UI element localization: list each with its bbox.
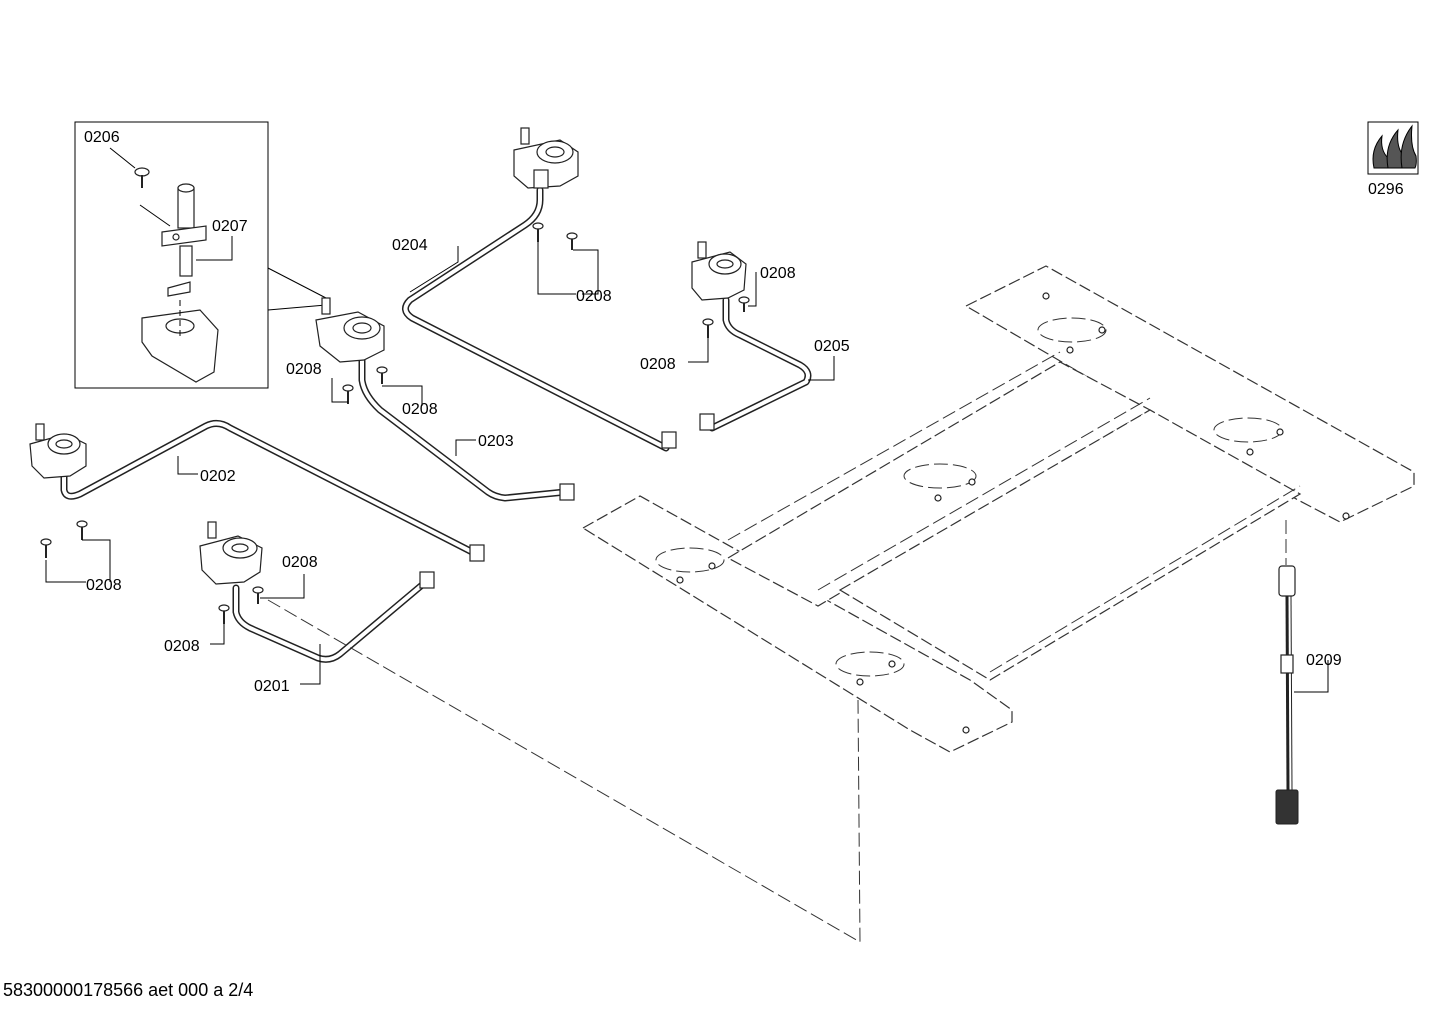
callout-0201: 0201 xyxy=(254,678,290,695)
gas-pipes xyxy=(60,186,812,663)
callout-0208: 0208 xyxy=(282,554,318,571)
support-frame xyxy=(581,265,1415,753)
callout-0208: 0208 xyxy=(86,577,122,594)
assembly-guides xyxy=(267,599,861,943)
gas-valve xyxy=(513,127,579,189)
detail-inset xyxy=(74,121,327,389)
gas-flame-icon xyxy=(1367,121,1419,175)
callout-0208: 0208 xyxy=(402,401,438,418)
callout-0296: 0296 xyxy=(1368,181,1404,198)
callout-0204: 0204 xyxy=(392,237,428,254)
ignition-cable xyxy=(1275,520,1299,825)
thermocouple-mount-block xyxy=(141,300,219,383)
fixing-screw xyxy=(40,538,52,558)
thermocouple xyxy=(161,183,207,297)
callout-0202: 0202 xyxy=(200,468,236,485)
callout-0208: 0208 xyxy=(760,265,796,282)
callout-0208: 0208 xyxy=(640,356,676,373)
fixing-screw xyxy=(566,232,578,250)
callout-0208: 0208 xyxy=(164,638,200,655)
callout-0203: 0203 xyxy=(478,433,514,450)
gas-valve xyxy=(315,297,385,363)
gas-valve xyxy=(29,423,87,479)
fixing-screw xyxy=(218,604,230,624)
callout-0207: 0207 xyxy=(212,218,248,235)
gas-valve xyxy=(691,241,747,301)
pipe-fittings xyxy=(419,413,715,589)
fixing-screw xyxy=(252,586,264,604)
callout-0206: 0206 xyxy=(84,129,120,146)
callout-labels: 0206 0207 0204 0208 0208 0208 0205 0208 … xyxy=(84,129,1404,695)
fixing-screw xyxy=(76,520,88,540)
leader-lines xyxy=(45,242,1329,693)
thermocouple-screw xyxy=(134,167,150,188)
gas-valve xyxy=(199,521,263,585)
callout-0208: 0208 xyxy=(286,361,322,378)
callout-0209: 0209 xyxy=(1306,652,1342,669)
callout-0208: 0208 xyxy=(576,288,612,305)
callout-0205: 0205 xyxy=(814,338,850,355)
fixing-screw xyxy=(738,296,750,312)
fixing-screw xyxy=(532,222,544,242)
fixing-screw xyxy=(376,366,388,384)
document-code: 58300000178566 aet 000 a 2/4 xyxy=(3,980,254,1000)
fixing-screw xyxy=(702,318,714,338)
fixing-screw xyxy=(342,384,354,404)
